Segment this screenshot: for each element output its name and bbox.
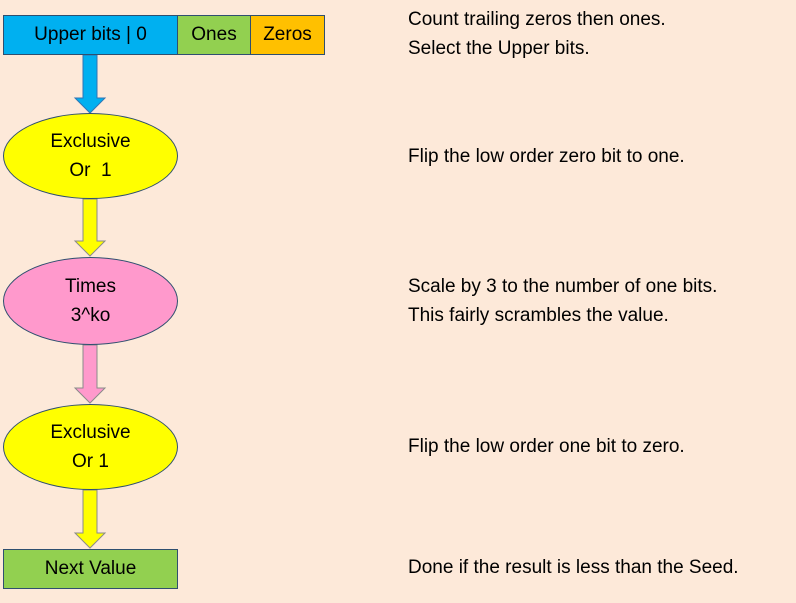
xor-two-oval: Exclusive Or 1 — [3, 404, 178, 490]
zeros-field: Zeros — [250, 15, 325, 55]
upper-bits-label: Upper bits | 0 — [34, 24, 147, 45]
upper-bits-field: Upper bits | 0 — [3, 15, 178, 55]
xor-two-line1: Exclusive — [50, 422, 131, 443]
note-done: Done if the result is less than the Seed… — [408, 557, 739, 578]
zeros-label: Zeros — [263, 24, 312, 45]
xor-one-line1: Exclusive — [50, 131, 131, 152]
note-count-trailing: Count trailing zeros then ones. — [408, 9, 666, 30]
next-value-label: Next Value — [44, 558, 137, 579]
arrow-register-to-xor1 — [73, 54, 107, 114]
arrow-times-to-xor2 — [73, 344, 107, 404]
times-line2: 3^ko — [70, 305, 111, 326]
xor-two-line2: Or 1 — [72, 451, 109, 472]
note-flip-zero: Flip the low order zero bit to one. — [408, 146, 685, 167]
note-scale: Scale by 3 to the number of one bits. — [408, 276, 718, 297]
times-oval: Times 3^ko — [3, 257, 178, 345]
xor-one-oval: Exclusive Or 1 — [3, 113, 178, 199]
note-flip-one: Flip the low order one bit to zero. — [408, 436, 685, 457]
ones-field: Ones — [177, 15, 251, 55]
ones-label: Ones — [191, 24, 237, 45]
note-scramble: This fairly scrambles the value. — [408, 305, 669, 326]
xor-one-line2: Or 1 — [69, 160, 112, 181]
next-value-box: Next Value — [3, 549, 178, 589]
arrow-xor1-to-times — [73, 198, 107, 257]
note-select-upper: Select the Upper bits. — [408, 38, 590, 59]
times-line1: Times — [64, 276, 117, 297]
arrow-xor2-to-next — [73, 489, 107, 549]
